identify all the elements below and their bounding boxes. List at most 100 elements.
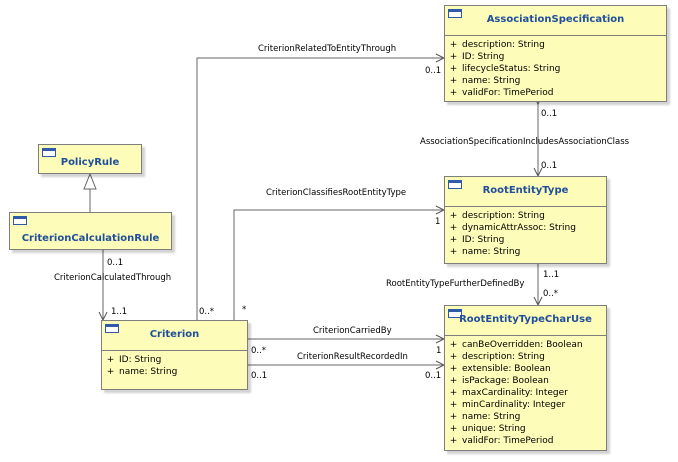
assoc-label-classifies-root-entity-type: CriterionClassifiesRootEntityType [266, 188, 407, 198]
mult-includes-top: 0..1 [541, 109, 558, 119]
attribute-row[interactable]: + name: String [102, 366, 247, 378]
assoc-line-classifies-root-entity-type[interactable] [234, 210, 444, 320]
attribute-text: maxCardinality: Integer [462, 388, 568, 398]
class-header: RootEntityTypeCharUse [445, 306, 606, 336]
visibility-marker: + [449, 40, 458, 50]
visibility-marker: + [449, 364, 458, 374]
class-name: Criterion [149, 329, 200, 340]
class-icon [105, 324, 119, 333]
attribute-text: lifecycleStatus: String [462, 64, 561, 74]
attribute-row[interactable]: +dynamicAttrAssoc: String [445, 222, 606, 234]
visibility-marker: + [449, 424, 458, 434]
attribute-row[interactable]: +ID: String [445, 51, 666, 63]
mult-further-bottom: 0..* [543, 289, 559, 299]
visibility-marker: + [449, 88, 458, 98]
attribute-list: +description: String +dynamicAttrAssoc: … [445, 207, 606, 258]
visibility-marker: + [449, 340, 458, 350]
attribute-row[interactable]: + minCardinality: Integer [445, 399, 606, 411]
attribute-list: +description: String +ID: String + lifecy… [445, 36, 666, 99]
attribute-text: name: String [462, 412, 521, 422]
attribute-text: isPackage: Boolean [462, 376, 549, 386]
attribute-row[interactable]: +ID: String [445, 234, 606, 246]
mult-carried-target: 1 [436, 346, 442, 356]
class-name: AssociationSpecification [486, 14, 625, 25]
attribute-row[interactable]: + validFor: TimePeriod [445, 435, 606, 447]
visibility-marker: + [449, 223, 458, 233]
mult-classifies-target: 1 [435, 217, 441, 227]
class-icon [42, 148, 56, 157]
attribute-row[interactable]: + isPackage: Boolean [445, 375, 606, 387]
class-header: RootEntityType [445, 177, 606, 207]
attribute-row[interactable]: + name: String [445, 75, 666, 87]
attribute-row[interactable]: + name: String [445, 411, 606, 423]
visibility-marker: + [449, 376, 458, 386]
attribute-text: description: String [462, 352, 545, 362]
class-root-entity-type-char-use[interactable]: RootEntityTypeCharUse + canBeOverridden: … [444, 305, 607, 451]
visibility-marker: + [449, 64, 458, 74]
attribute-row[interactable]: + description: String [445, 351, 606, 363]
attribute-text: name: String [119, 367, 178, 377]
visibility-marker: + [106, 367, 115, 377]
class-criterion-calculation-rule[interactable]: CriterionCalculationRule [9, 212, 172, 250]
class-icon [13, 216, 27, 225]
mult-result-target: 0..1 [425, 371, 442, 381]
visibility-marker: + [449, 352, 458, 362]
mult-includes-bottom: 0..1 [541, 161, 558, 171]
class-name: RootEntityTypeCharUse [459, 314, 592, 325]
visibility-marker: + [449, 247, 458, 257]
mult-carried-source: 0..* [251, 346, 267, 356]
class-association-specification[interactable]: AssociationSpecification +description: S… [444, 5, 667, 102]
mult-related-target: 0..1 [425, 66, 442, 76]
attribute-text: ID: String [119, 355, 162, 365]
generalization-arrowhead [83, 172, 97, 190]
attribute-text: canBeOverridden: Boolean [462, 340, 583, 350]
mult-classifies-source: * [242, 305, 247, 315]
visibility-marker: + [449, 52, 458, 62]
mult-calculated-bottom: 1..1 [111, 307, 128, 317]
visibility-marker: + [449, 235, 458, 245]
attribute-row[interactable]: +description: String [445, 210, 606, 222]
class-policy-rule[interactable]: PolicyRule [38, 144, 142, 174]
visibility-marker: + [449, 412, 458, 422]
attribute-row[interactable]: +description: String [445, 39, 666, 51]
attribute-text: name: String [462, 247, 521, 257]
class-header: Criterion [102, 321, 247, 351]
assoc-label-carried-by: CriterionCarriedBy [313, 326, 392, 336]
class-icon [448, 309, 462, 318]
assoc-label-calculated-through: CriterionCalculatedThrough [54, 273, 172, 283]
attribute-text: name: String [462, 76, 521, 86]
mult-calculated-top: 0..1 [107, 258, 124, 268]
class-criterion[interactable]: Criterion + ID: String + name: String [101, 320, 248, 390]
mult-related-source: 0..* [199, 307, 215, 317]
mult-further-top: 1..1 [543, 270, 560, 280]
attribute-text: unique: String [462, 424, 526, 434]
attribute-row[interactable]: + name: String [445, 246, 606, 258]
visibility-marker: + [106, 355, 115, 365]
attribute-row[interactable]: + unique: String [445, 423, 606, 435]
class-header: AssociationSpecification [445, 6, 666, 36]
attribute-text: description: String [462, 211, 545, 221]
assoc-label-further-defined-by: RootEntityTypeFurtherDefinedBy [386, 279, 525, 289]
visibility-marker: + [449, 400, 458, 410]
attribute-text: minCardinality: Integer [462, 400, 566, 410]
class-icon [448, 9, 462, 18]
class-name: PolicyRule [60, 157, 120, 168]
mult-result-source: 0..1 [251, 371, 268, 381]
class-icon [448, 180, 462, 189]
attribute-text: validFor: TimePeriod [462, 436, 554, 446]
attribute-row[interactable]: + ID: String [102, 354, 247, 366]
attribute-row[interactable]: + extensible: Boolean [445, 363, 606, 375]
attribute-row[interactable]: + lifecycleStatus: String [445, 63, 666, 75]
class-name: CriterionCalculationRule [21, 233, 160, 244]
attribute-row[interactable]: +maxCardinality: Integer [445, 387, 606, 399]
assoc-label-related-to-entity: CriterionRelatedToEntityThrough [258, 44, 397, 54]
visibility-marker: + [449, 436, 458, 446]
attribute-text: extensible: Boolean [462, 364, 551, 374]
assoc-line-related-to-entity[interactable] [196, 58, 444, 320]
attribute-row[interactable]: +validFor: TimePeriod [445, 87, 666, 99]
class-root-entity-type[interactable]: RootEntityType +description: String +dyn… [444, 176, 607, 264]
assoc-label-result-recorded-in: CriterionResultRecordedIn [297, 352, 408, 362]
class-name: RootEntityType [482, 185, 569, 196]
attribute-row[interactable]: + canBeOverridden: Boolean [445, 339, 606, 351]
visibility-marker: + [449, 76, 458, 86]
